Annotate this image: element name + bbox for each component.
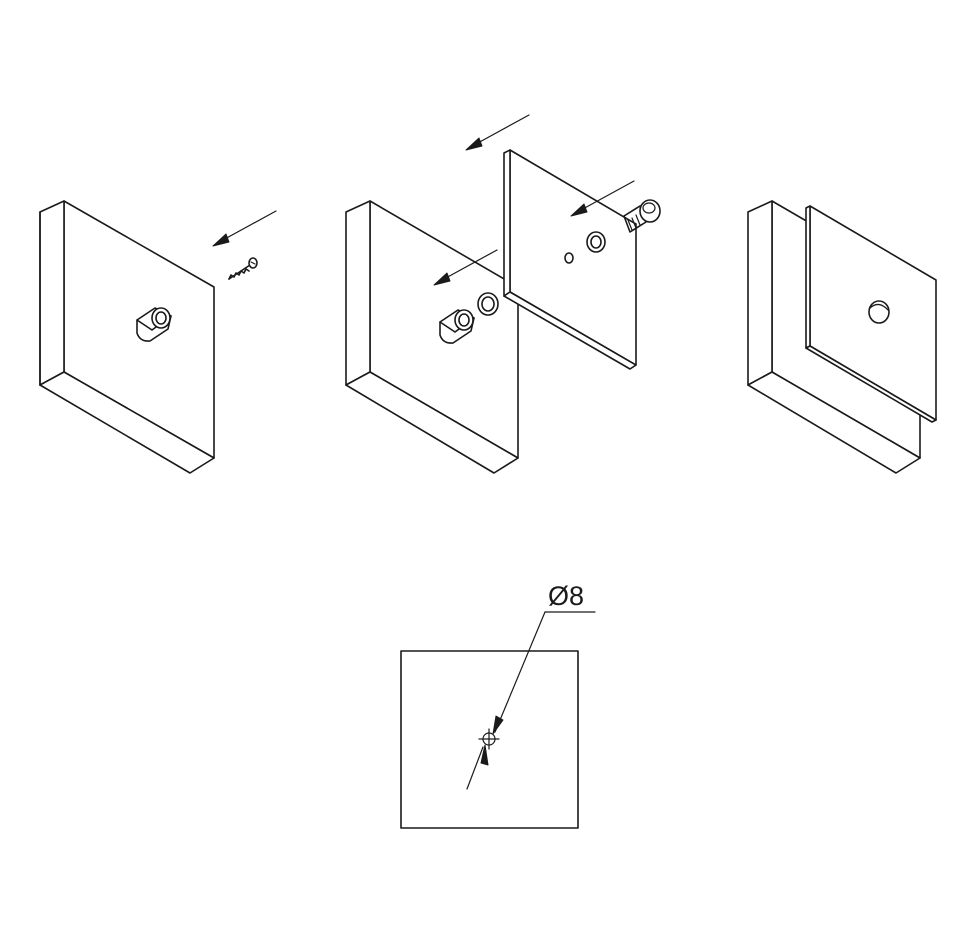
arrow-step-2-bolt [570, 180, 635, 217]
hole-marker [478, 728, 500, 750]
step-1-assembly [39, 200, 277, 474]
cover-plate-2 [503, 149, 637, 370]
step-3-assembled [747, 200, 937, 474]
arrow-step-2-top [465, 114, 530, 151]
spacer-sleeve-1 [136, 307, 172, 342]
arrow-step-2-lower [433, 249, 498, 286]
step-2-assembly [345, 114, 661, 474]
spacer-sleeve-2 [439, 309, 475, 344]
bolt-head-3 [868, 300, 890, 324]
arrow-step-1 [212, 210, 277, 247]
hole-position-detail: Ø8 [400, 581, 596, 829]
bolt-pin [623, 199, 661, 233]
base-panel-2 [345, 200, 519, 474]
diameter-label: Ø8 [548, 581, 584, 611]
washer-2 [477, 292, 499, 316]
base-panel-1 [39, 200, 215, 474]
screw [228, 257, 258, 280]
diameter-leader-line [466, 611, 596, 790]
plate-front-view [400, 650, 579, 829]
